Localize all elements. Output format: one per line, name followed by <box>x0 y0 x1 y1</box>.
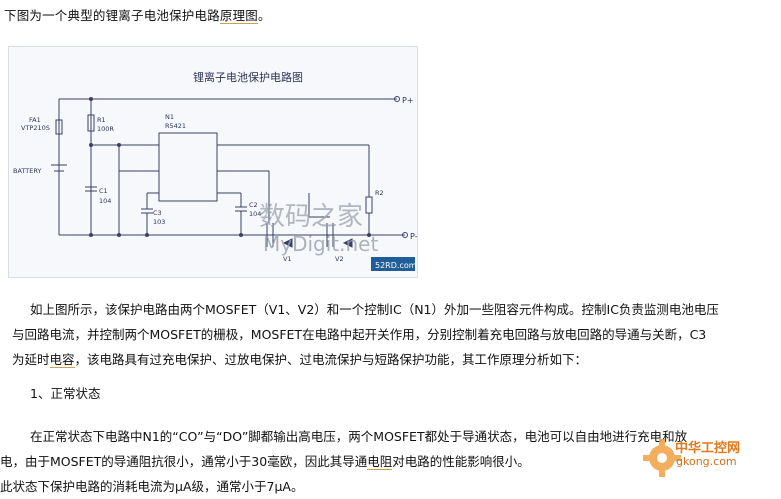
p2-line2: 电，由于MOSFET的导通阻抗很小，通常小于30毫欧，因此其导通电阻对电路的性能… <box>0 449 777 474</box>
capacitor-link[interactable]: 电容 <box>49 352 75 368</box>
schematic-link[interactable]: 原理图 <box>219 8 259 24</box>
p1-line2: 与回路电流，并控制两个MOSFET的栅极，MOSFET在电路中起开关作用，分别控… <box>12 327 707 342</box>
intro-text: 下图为一个典型的锂离子电池保护电路 <box>4 8 220 23</box>
label-v2: V2 <box>335 255 344 263</box>
label-r2: R2 <box>375 189 384 197</box>
schematic-svg: 锂离子电池保护电路图 P+ P- FA1 VTP210S R1 100R N1 … <box>13 70 418 271</box>
watermark-site-url: gkong.com <box>676 455 737 468</box>
diagram-title: 锂离子电池保护电路图 <box>193 70 303 84</box>
intro-end: 。 <box>258 8 271 23</box>
p1-line3-a: 为延时 <box>12 352 50 367</box>
p1-line1: 如上图所示，该保护电路由两个MOSFET（V1、V2）和一个控制IC（N1）外加… <box>30 302 719 317</box>
gear-icon <box>643 439 681 477</box>
label-c1: C1 <box>99 187 108 195</box>
watermark-site-name: 中华工控网 <box>675 441 741 456</box>
label-v1: V1 <box>283 255 292 263</box>
label-c3: C3 <box>153 209 162 217</box>
watermark-url: MyDigit.net <box>263 232 378 256</box>
label-c1-val: 104 <box>99 197 111 205</box>
label-r1: R1 <box>97 116 106 124</box>
p1-line3: 为延时电容，该电路具有过充电保护、过放电保护、过电流保护与短路保护功能，其工作原… <box>12 347 777 372</box>
label-n1-part: R5421 <box>165 122 186 130</box>
intro-line: 下图为一个典型的锂离子电池保护电路原理图。 <box>4 5 271 24</box>
label-c2-val: 104 <box>249 210 261 218</box>
p2-line2-a: 电，由于MOSFET的导通阻抗很小，通常小于30毫欧，因此其导通 <box>0 454 368 469</box>
label-pplus: P+ <box>402 96 414 105</box>
p2-line1: 在正常状态下电路中N1的“CO”与“DO”脚都输出高电压，两个MOSFET都处于… <box>30 429 688 444</box>
watermark-cn: 数码之家 <box>259 202 363 232</box>
label-battery: BATTERY <box>13 167 41 175</box>
label-r1-val: 100R <box>97 125 114 133</box>
label-fa1: FA1 <box>29 116 41 124</box>
p1-line3-b: ，该电路具有过充电保护、过放电保护、过电流保护与短路保护功能，其工作原理分析如下… <box>74 352 588 367</box>
p2-line2-b: 对电路的性能影响很小。 <box>392 454 530 469</box>
watermark-badge: 52RD.com <box>375 261 417 270</box>
label-fa1-part: VTP210S <box>21 124 50 132</box>
p2-line3: 此状态下保护电路的消耗电流为μA级，通常小于7μA。 <box>0 479 304 494</box>
circuit-diagram: 锂离子电池保护电路图 P+ P- FA1 VTP210S R1 100R N1 … <box>8 46 418 278</box>
label-c2: C2 <box>249 201 258 209</box>
paragraph-normal-state: 在正常状态下电路中N1的“CO”与“DO”脚都输出高电压，两个MOSFET都处于… <box>0 424 777 499</box>
label-n1: N1 <box>165 113 174 121</box>
paragraph-overview: 如上图所示，该保护电路由两个MOSFET（V1、V2）和一个控制IC（N1）外加… <box>12 297 777 372</box>
section-heading: 1、正常状态 <box>30 386 101 401</box>
label-pminus: P- <box>410 232 418 241</box>
label-c3-val: 103 <box>153 218 165 226</box>
resistor-link[interactable]: 电阻 <box>367 454 393 470</box>
